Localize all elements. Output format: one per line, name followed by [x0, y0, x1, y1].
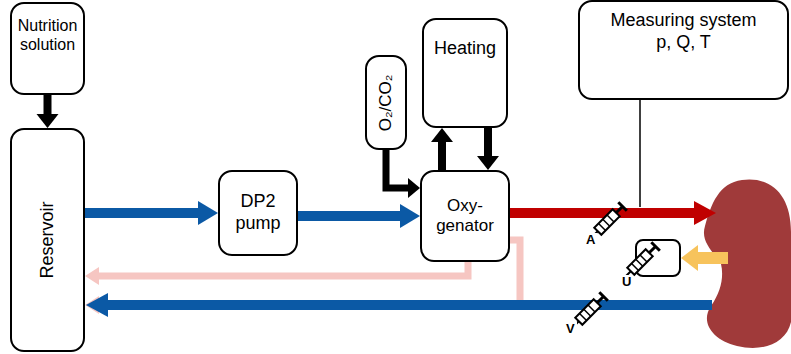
- flow-line: [98, 262, 468, 276]
- node-text: Heating: [434, 38, 496, 60]
- flow-arrow: [37, 95, 59, 128]
- measuring-box: Measuring system p, Q, T: [578, 0, 789, 100]
- arrow-head: [408, 178, 420, 198]
- node-text: Reservoir: [37, 201, 59, 278]
- sample-port-label: U: [620, 275, 633, 289]
- flow-arrow: [386, 150, 420, 198]
- arterial-line: [510, 208, 694, 218]
- arrow-head: [198, 201, 218, 225]
- flow-arrow: [85, 262, 468, 285]
- flow-arrow: [298, 204, 420, 228]
- urine-arrow: [698, 252, 728, 264]
- node-text: O₂/CO₂: [376, 74, 396, 131]
- flow-arrow: [431, 128, 453, 170]
- gas-supply-box: O₂/CO₂: [365, 55, 407, 150]
- pump-box: DP2 pump: [218, 170, 298, 256]
- supply-box: Nutrition solution: [10, 2, 85, 95]
- arrow-head: [477, 156, 499, 170]
- flow-arrow: [477, 128, 499, 170]
- arrow-head: [86, 293, 108, 317]
- flow-line: [44, 95, 52, 115]
- sample-port-label: V: [564, 322, 577, 336]
- sample-port-label: A: [584, 233, 597, 247]
- leader-line: [639, 100, 641, 207]
- arrow-head: [85, 267, 99, 285]
- node-text: Oxy- genator: [424, 196, 506, 237]
- arrow-head: [694, 201, 716, 225]
- arrow-head: [37, 114, 59, 128]
- heater-box: Heating: [422, 18, 508, 128]
- flow-line: [85, 208, 199, 218]
- node-text: DP2 pump: [222, 191, 294, 234]
- flow-line: [438, 141, 446, 170]
- arrow-head: [681, 245, 698, 271]
- node-text: Measuring system p, Q, T: [604, 10, 764, 53]
- arrow-head: [400, 204, 420, 228]
- flow-line: [386, 150, 409, 188]
- flow-line: [298, 211, 401, 221]
- oxygenator-box: Oxy- genator: [420, 170, 510, 262]
- node-text: Nutrition solution: [14, 16, 81, 54]
- flow-arrow: [85, 201, 218, 225]
- arrow-head: [431, 128, 453, 142]
- flow-line: [484, 128, 492, 157]
- reservoir-box: Reservoir: [10, 128, 85, 352]
- venous-line: [108, 300, 712, 310]
